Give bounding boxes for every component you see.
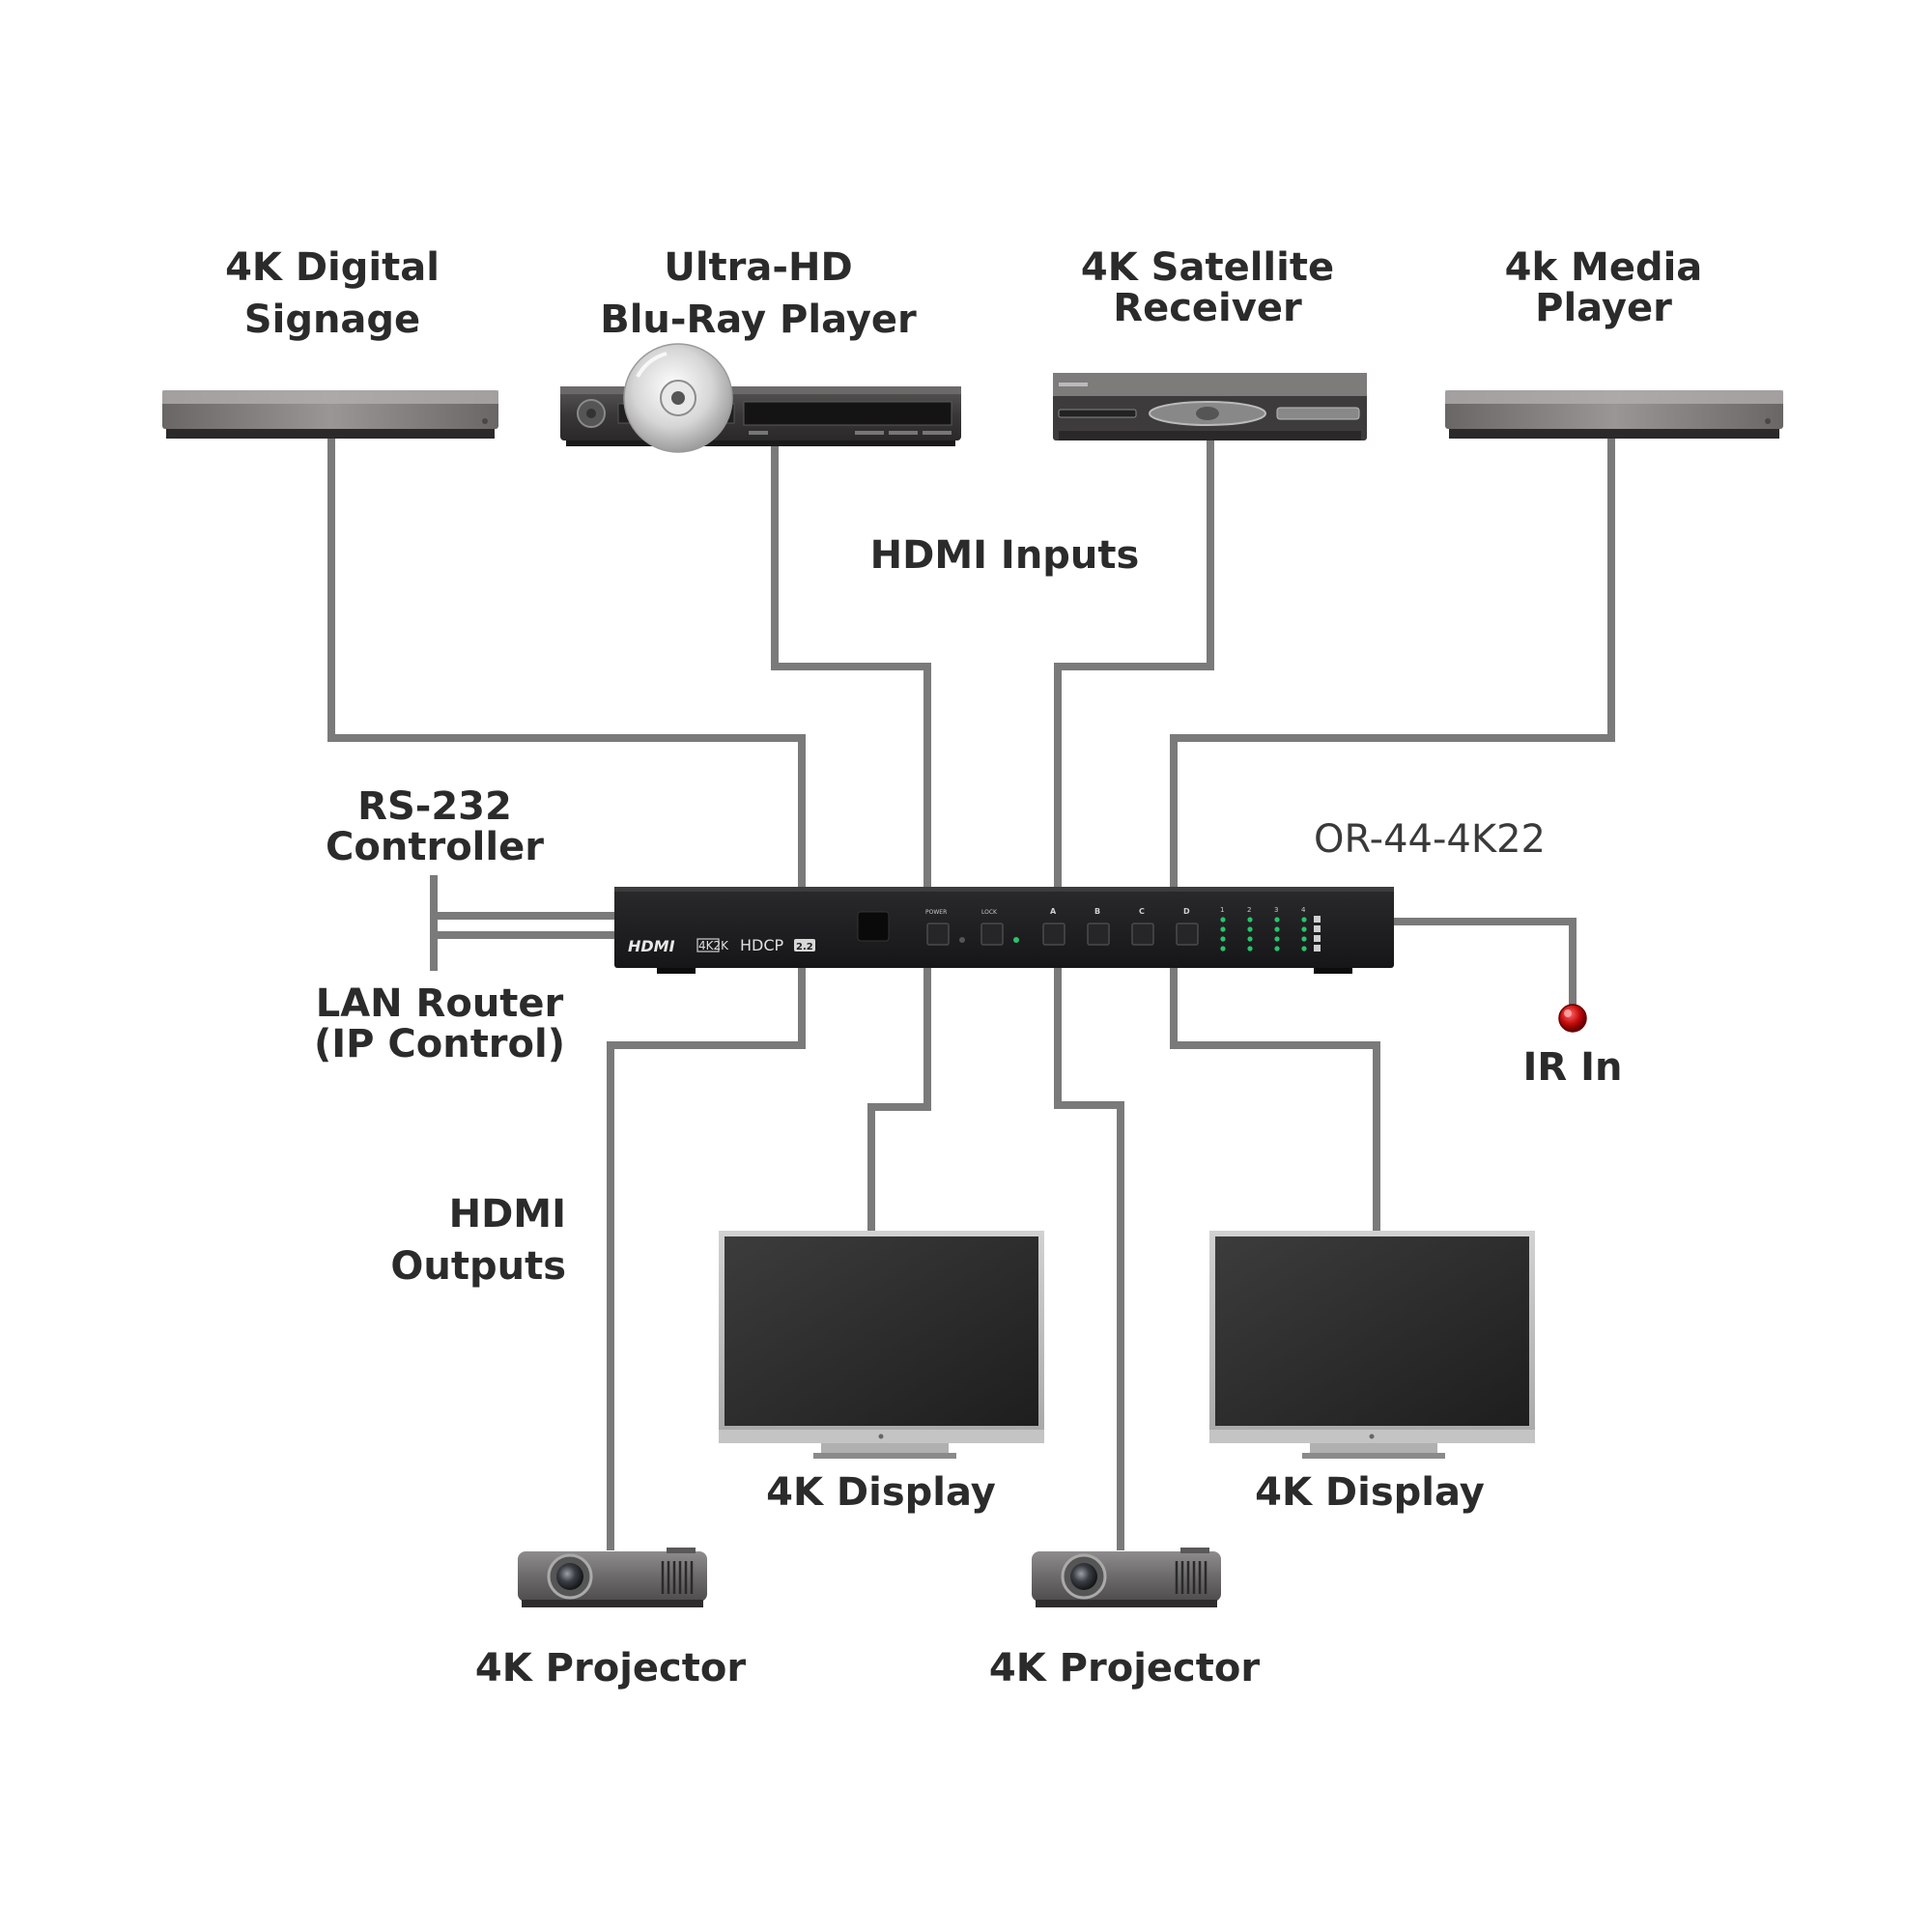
output-label-1: 1 bbox=[1220, 906, 1224, 914]
label-hdmi-outputs-line-1: HDMI bbox=[448, 1192, 566, 1236]
cable-input-digital-signage bbox=[327, 439, 806, 887]
media-player-device bbox=[1445, 390, 1783, 439]
switcher-hdcp-version: 2.2 bbox=[796, 942, 813, 952]
label-lan: LAN Router (IP Control) bbox=[280, 983, 599, 1065]
switcher-logo: HDMI bbox=[628, 937, 675, 955]
power-button[interactable] bbox=[926, 923, 950, 946]
label-rs232-line-1: RS-232 bbox=[357, 784, 512, 829]
input-button-label-a: A bbox=[1050, 907, 1057, 916]
label-media-player-line-2: Player bbox=[1535, 286, 1672, 330]
output-led-4-b bbox=[1301, 926, 1307, 932]
projector-device-1 bbox=[518, 1548, 707, 1607]
label-satellite-line-2: Receiver bbox=[1113, 286, 1302, 330]
projector-device-2 bbox=[1032, 1548, 1221, 1607]
lock-label: LOCK bbox=[981, 909, 998, 916]
label-media-player: 4k Media Player bbox=[1468, 247, 1739, 328]
cable-output-display-2 bbox=[1170, 968, 1380, 1232]
cable-input-media-player bbox=[1170, 439, 1615, 887]
ir-window bbox=[857, 911, 890, 942]
output-led-2-c bbox=[1247, 936, 1253, 942]
label-hdmi-outputs: HDMI Outputs bbox=[348, 1194, 566, 1287]
matrix-switcher: HDMI 4K2K HDCP 2.2 POWER LOCK A B C D 1 2 3 4 bbox=[614, 887, 1394, 974]
cable-input-bluray bbox=[771, 440, 931, 887]
label-rs232: RS-232 Controller bbox=[290, 786, 580, 867]
output-led-1-d bbox=[1220, 946, 1226, 952]
led-row-tag-c bbox=[1314, 935, 1321, 942]
cable-output-projector-1 bbox=[607, 968, 806, 1550]
label-digital-signage-line-1: 4K Digital bbox=[225, 245, 440, 290]
output-led-1-c bbox=[1220, 936, 1226, 942]
led-row-tag-d bbox=[1314, 945, 1321, 952]
input-button-a[interactable] bbox=[1042, 923, 1065, 946]
digital-signage-device bbox=[162, 390, 498, 439]
label-satellite: 4K Satellite Receiver bbox=[1063, 247, 1352, 328]
output-label-4: 4 bbox=[1301, 906, 1306, 914]
label-display-2: 4K Display bbox=[1255, 1470, 1485, 1515]
label-display-1: 4K Display bbox=[766, 1470, 996, 1515]
output-led-2-b bbox=[1247, 926, 1253, 932]
label-rs232-line-2: Controller bbox=[326, 825, 544, 869]
ir-receiver bbox=[1558, 1004, 1587, 1033]
output-led-2-a bbox=[1247, 917, 1253, 923]
label-hdmi-inputs: HDMI Inputs bbox=[869, 533, 1140, 578]
label-projector-1: 4K Projector bbox=[474, 1646, 747, 1690]
label-bluray-line-2: Blu-Ray Player bbox=[600, 298, 917, 342]
output-led-1-b bbox=[1220, 926, 1226, 932]
label-media-player-line-1: 4k Media bbox=[1504, 245, 1703, 290]
bluray-player-device bbox=[560, 386, 961, 446]
output-led-3-c bbox=[1274, 936, 1280, 942]
switcher-4k2k-badge: 4K2K bbox=[698, 939, 729, 952]
power-label: POWER bbox=[925, 909, 947, 916]
cables bbox=[327, 439, 1615, 1550]
input-button-b[interactable] bbox=[1087, 923, 1110, 946]
led-row-tag-a bbox=[1314, 916, 1321, 923]
label-lan-line-2: (IP Control) bbox=[313, 1022, 566, 1066]
cable-output-projector-2 bbox=[1054, 968, 1124, 1550]
disc-icon bbox=[623, 343, 733, 453]
label-bluray-line-1: Ultra-HD bbox=[664, 245, 853, 290]
satellite-receiver-device bbox=[1053, 373, 1367, 440]
output-led-1-a bbox=[1220, 917, 1226, 923]
output-led-4-a bbox=[1301, 917, 1307, 923]
output-label-2: 2 bbox=[1247, 906, 1251, 914]
label-model: OR-44-4K22 bbox=[1314, 817, 1546, 862]
display-device-1 bbox=[719, 1231, 1044, 1459]
label-hdmi-outputs-line-2: Outputs bbox=[390, 1244, 566, 1289]
label-digital-signage: 4K Digital Signage bbox=[187, 247, 477, 340]
led-row-tag-b bbox=[1314, 925, 1321, 932]
display-device-2 bbox=[1209, 1231, 1535, 1459]
input-button-label-b: B bbox=[1094, 907, 1100, 916]
input-button-d[interactable] bbox=[1176, 923, 1199, 946]
output-led-3-a bbox=[1274, 917, 1280, 923]
output-label-3: 3 bbox=[1274, 906, 1278, 914]
input-buttons: A B C D bbox=[1042, 907, 1199, 946]
cable-ir bbox=[1394, 918, 1577, 1010]
output-led-2-d bbox=[1247, 946, 1253, 952]
cable-output-display-1 bbox=[867, 968, 931, 1232]
input-button-label-d: D bbox=[1183, 907, 1190, 916]
output-led-3-d bbox=[1274, 946, 1280, 952]
label-lan-line-1: LAN Router bbox=[315, 981, 564, 1026]
output-led-4-d bbox=[1301, 946, 1307, 952]
label-satellite-line-1: 4K Satellite bbox=[1080, 245, 1335, 290]
input-button-label-c: C bbox=[1139, 907, 1145, 916]
output-leds: 1 2 3 4 bbox=[1220, 906, 1321, 952]
switcher-hdcp: HDCP bbox=[740, 936, 784, 954]
label-digital-signage-line-2: Signage bbox=[243, 298, 421, 342]
label-bluray: Ultra-HD Blu-Ray Player bbox=[589, 247, 927, 340]
lock-button[interactable] bbox=[980, 923, 1004, 946]
output-led-4-c bbox=[1301, 936, 1307, 942]
label-ir-in: IR In bbox=[1522, 1045, 1623, 1090]
output-led-3-b bbox=[1274, 926, 1280, 932]
label-projector-2: 4K Projector bbox=[988, 1646, 1261, 1690]
input-button-c[interactable] bbox=[1131, 923, 1154, 946]
cable-input-satellite bbox=[1054, 440, 1214, 887]
